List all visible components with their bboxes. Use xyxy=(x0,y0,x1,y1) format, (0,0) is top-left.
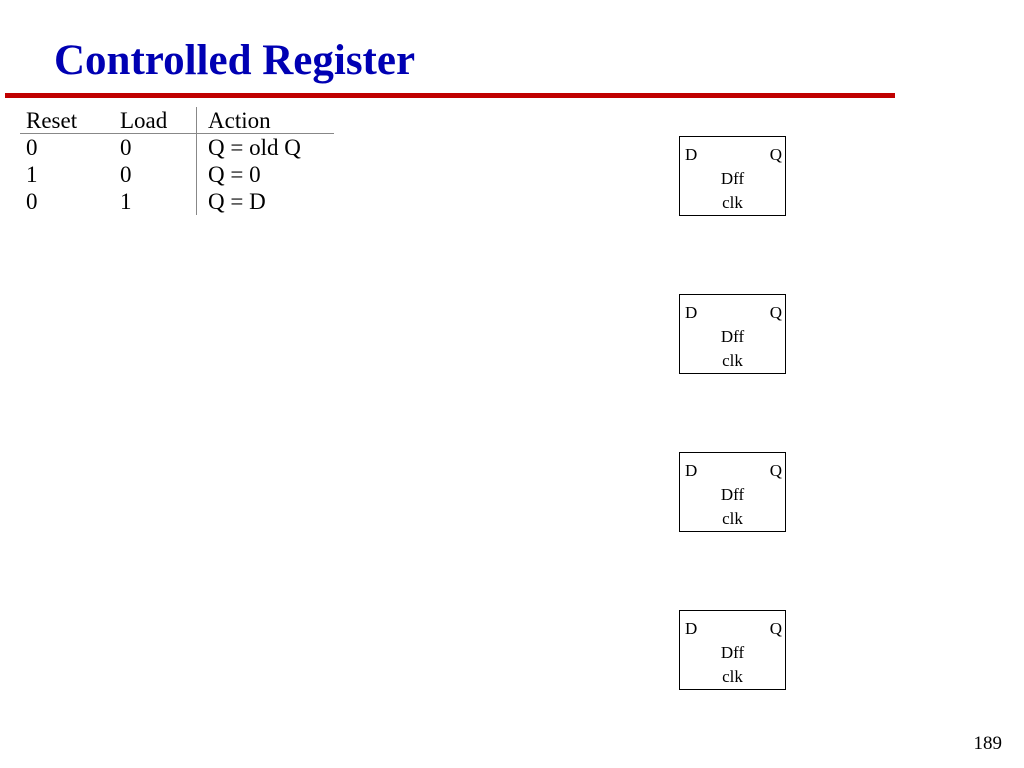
dff-name: Dff xyxy=(720,485,745,504)
clk-label: clk xyxy=(722,351,743,370)
table-row: 1 0 Q = 0 xyxy=(20,161,334,188)
page-number: 189 xyxy=(973,733,1003,754)
slide-title: Controlled Register xyxy=(54,37,416,84)
q-output-label: Q xyxy=(769,303,782,322)
dff-block-1: D Q Dff clk xyxy=(679,136,786,216)
cell-reset: 0 xyxy=(26,189,38,214)
cell-action: Q = D xyxy=(196,188,334,215)
clk-label: clk xyxy=(722,509,743,528)
cell-reset: 1 xyxy=(26,162,38,187)
table-header-row: Reset Load Action xyxy=(20,107,334,134)
dff-block-2: D Q Dff clk xyxy=(679,294,786,374)
clk-label: clk xyxy=(722,667,743,686)
cell-load: 1 xyxy=(120,189,132,214)
d-input-label: D xyxy=(685,619,698,638)
header-action: Action xyxy=(196,107,334,133)
clk-label: clk xyxy=(722,193,743,212)
q-output-label: Q xyxy=(769,461,782,480)
title-divider xyxy=(5,93,895,98)
d-input-label: D xyxy=(685,461,698,480)
d-input-label: D xyxy=(685,303,698,322)
cell-load: 0 xyxy=(120,162,132,187)
dff-block-3: D Q Dff clk xyxy=(679,452,786,532)
header-load: Load xyxy=(120,108,168,133)
q-output-label: Q xyxy=(769,145,782,164)
cell-action: Q = old Q xyxy=(196,134,334,161)
table-row: 0 0 Q = old Q xyxy=(20,134,334,161)
q-output-label: Q xyxy=(769,619,782,638)
truth-table: Reset Load Action 0 0 Q = old Q 1 0 Q = … xyxy=(20,107,334,215)
cell-action: Q = 0 xyxy=(196,161,334,188)
d-input-label: D xyxy=(685,145,698,164)
dff-name: Dff xyxy=(720,169,745,188)
dff-block-4: D Q Dff clk xyxy=(679,610,786,690)
header-reset: Reset xyxy=(26,108,78,133)
table-row: 0 1 Q = D xyxy=(20,188,334,215)
dff-name: Dff xyxy=(720,643,745,662)
cell-reset: 0 xyxy=(26,135,38,160)
cell-load: 0 xyxy=(120,135,132,160)
dff-name: Dff xyxy=(720,327,745,346)
